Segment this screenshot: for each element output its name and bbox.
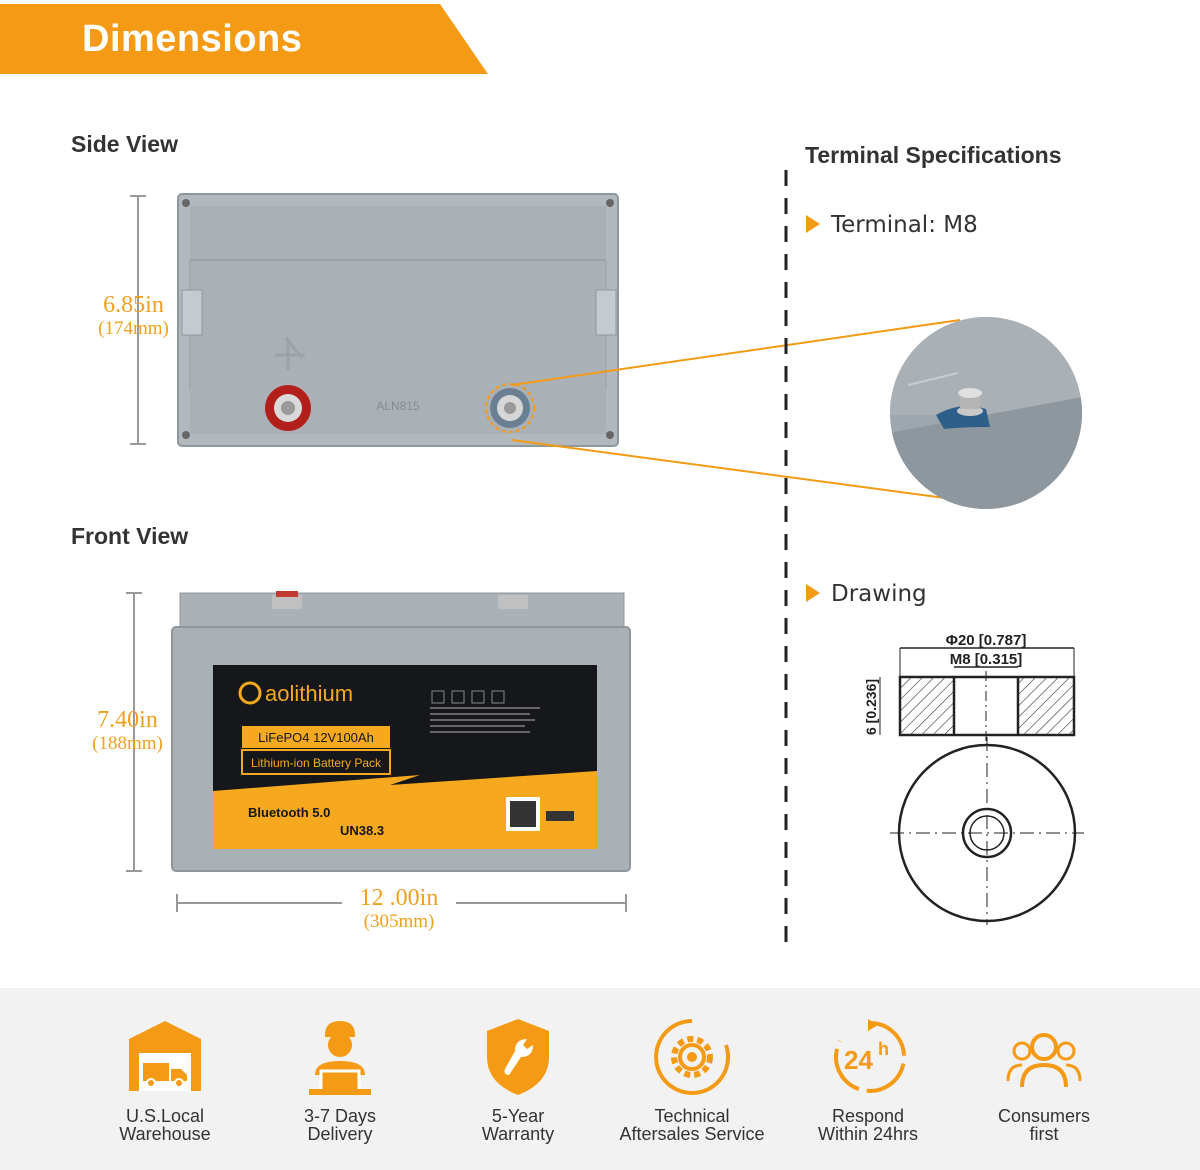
feature-technical-service: Technical Aftersales Service — [602, 1015, 782, 1143]
front-height-in: 7.40in — [97, 707, 158, 733]
label-brand: aolithium — [265, 681, 353, 706]
warehouse-truck-icon — [129, 1021, 201, 1091]
front-height-dimension: 7.40in (188mm) — [80, 708, 175, 753]
terminal-spec-title: Terminal Specifications — [805, 142, 1062, 168]
terminal-callout-lines — [511, 319, 961, 499]
feature-label: Consumers first — [997, 1106, 1091, 1144]
front-width-mm: (305mm) — [363, 911, 435, 932]
svg-text:h: h — [878, 1039, 889, 1059]
feature-label: Technical Aftersales Service — [619, 1106, 765, 1144]
terminal-zoom-photo — [890, 317, 1082, 509]
wrench-shield-icon — [487, 1019, 549, 1095]
terminal-spec-item: Terminal: M8 — [806, 212, 978, 238]
bullet-triangle-icon — [806, 215, 820, 233]
clock-24h-icon: 24 h — [834, 1019, 906, 1093]
drawing-inner-dim: M8 [0.315] — [950, 651, 1023, 668]
feature-label: U.S.Local Warehouse — [119, 1106, 211, 1144]
feature-delivery: 3-7 Days Delivery — [250, 1015, 430, 1143]
svg-text:24: 24 — [844, 1045, 873, 1075]
feature-warranty: 5-Year Warranty — [428, 1015, 608, 1143]
front-width-dimension: 12 .00in (305mm) — [343, 886, 455, 931]
drawing-spec-item: Drawing — [806, 581, 927, 607]
label-pack: Lithium-ion Battery Pack — [251, 756, 382, 770]
side-view-title: Side View — [71, 131, 178, 157]
front-height-mm: (188mm) — [92, 733, 163, 754]
front-view-battery: aolithium LiFePO4 12V100Ah Lithium-ion B… — [126, 591, 631, 912]
front-view-title: Front View — [71, 523, 189, 549]
side-height-in: 6.85in — [103, 292, 164, 318]
label-model: LiFePO4 12V100Ah — [258, 730, 374, 745]
delivery-person-icon — [309, 1021, 371, 1095]
gear-support-icon — [654, 1019, 730, 1095]
banner-title: Dimensions — [82, 18, 303, 60]
drawing-height-dim: 6 [0.236] — [863, 679, 879, 735]
drawing-spec-text: Drawing — [831, 581, 927, 607]
feature-warehouse: U.S.Local Warehouse — [75, 1015, 255, 1143]
feature-consumers: Consumers first — [954, 1015, 1134, 1143]
bullet-triangle-icon — [806, 584, 820, 602]
feature-label: 3-7 Days Delivery — [303, 1106, 377, 1144]
terminal-drawing: Φ20 [0.787] M8 [0.315] 6 [0.236] — [863, 632, 1084, 925]
feature-label: 5-Year Warranty — [481, 1106, 555, 1144]
section-divider — [784, 170, 788, 945]
front-width-in: 12 .00in — [359, 885, 439, 911]
drawing-outer-dim: Φ20 [0.787] — [946, 632, 1027, 649]
label-cert: UN38.3 — [340, 823, 384, 838]
dimensions-banner: Dimensions — [0, 4, 490, 76]
side-height-mm: (174mm) — [98, 318, 169, 339]
label-bluetooth: Bluetooth 5.0 — [248, 805, 330, 820]
side-height-dimension: 6.85in (174mm) — [86, 293, 181, 338]
feature-respond: 24 h Respond Within 24hrs — [778, 1015, 958, 1143]
side-view-battery: ALN815 — [130, 193, 619, 447]
terminal-spec-text: Terminal: M8 — [831, 212, 978, 238]
case-marking: ALN815 — [376, 399, 420, 413]
feature-label: Respond Within 24hrs — [817, 1106, 919, 1144]
banner-background — [0, 4, 488, 74]
people-icon — [1006, 1033, 1082, 1088]
